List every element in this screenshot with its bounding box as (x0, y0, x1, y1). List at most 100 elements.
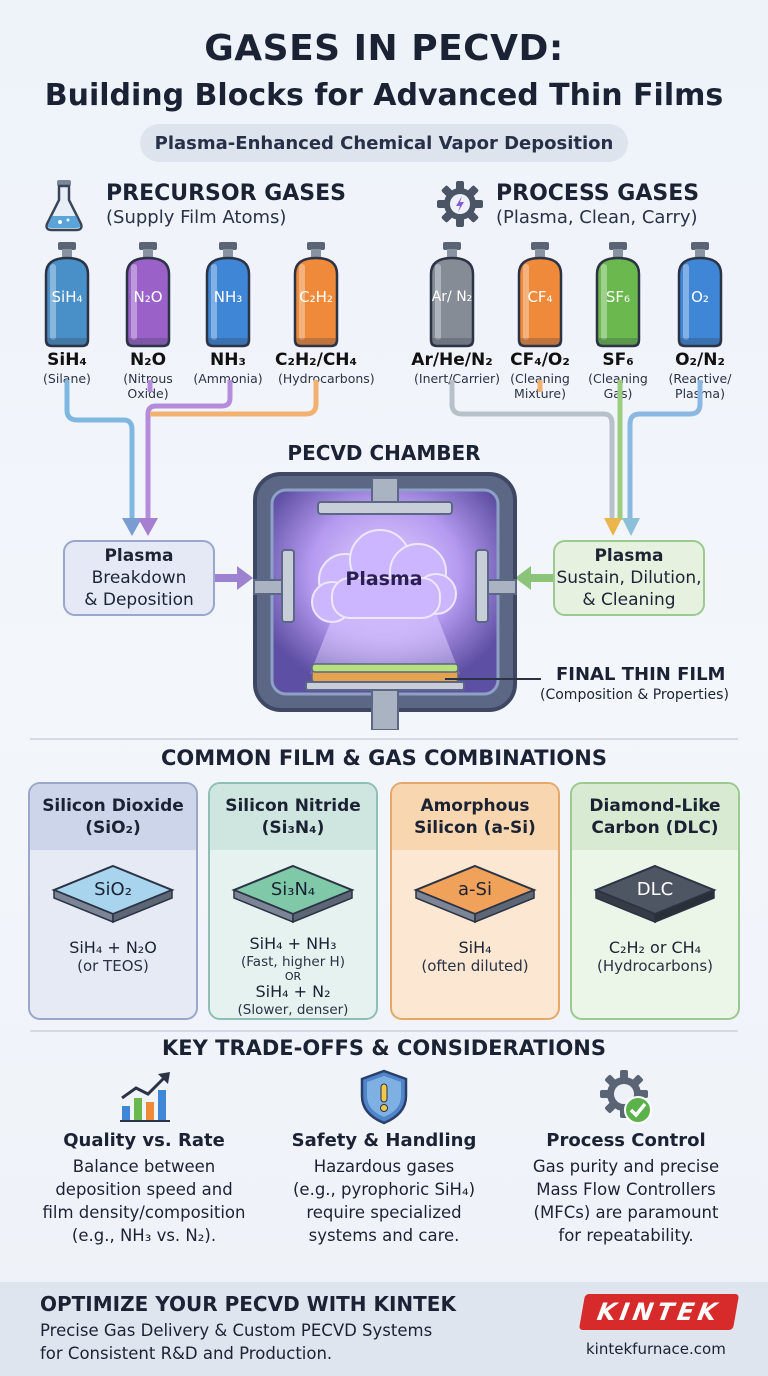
tradeoff-text: systems and care. (308, 1226, 460, 1245)
cylinder-tag: O₂ (691, 288, 709, 306)
cylinder-tag: Ar/ N₂ (431, 289, 473, 305)
film-note: (Composition & Properties) (540, 687, 729, 703)
cylinder-label: NH₃ (210, 350, 246, 370)
footer-heading: OPTIMIZE YOUR PECVD WITH KINTEK (40, 1292, 456, 1316)
film-name: Silicon Dioxide (42, 796, 184, 816)
process-cylinder: O₂ (669, 240, 731, 350)
page-title-line2: Building Blocks for Advanced Thin Films (44, 78, 724, 113)
film-card-header: Silicon Dioxide(SiO₂) (30, 784, 196, 850)
film-recipe: SiH₄(often diluted) (392, 938, 558, 976)
tradeoff-title: Quality vs. Rate (63, 1130, 225, 1151)
film-recipe-line: OR (284, 970, 302, 983)
cylinder-note: (Silane) (43, 371, 91, 386)
film-chip-icon: DLC (592, 862, 718, 926)
tradeoff-text: Balance between (72, 1157, 216, 1176)
deposition-box: Plasma Breakdown & Deposition (63, 540, 215, 616)
cylinder-note: (Cleaning Mixture) (510, 371, 570, 401)
tradeoff-text: Gas purity and precise (532, 1157, 720, 1176)
tradeoff-text: (e.g., pyrophoric SiH₄) (292, 1180, 476, 1199)
tradeoff-title: Process Control (546, 1130, 706, 1151)
sustain-box: Plasma Sustain, Dilution, & Cleaning (553, 540, 705, 616)
precursor-subtitle: (Supply Film Atoms) (106, 207, 287, 228)
film-recipe-line: (or TEOS) (77, 957, 149, 975)
bar-chart-icon (120, 1072, 170, 1122)
gear-check-icon (600, 1070, 652, 1124)
subtitle-pill: Plasma-Enhanced Chemical Vapor Depositio… (140, 124, 628, 162)
cylinder-label: SiH₄ (47, 350, 87, 370)
chamber-title: PECVD CHAMBER (287, 441, 481, 465)
deposition-box-line1: Plasma (104, 546, 174, 566)
tradeoff-text: Mass Flow Controllers (536, 1180, 716, 1199)
cylinder-label: SF₆ (602, 350, 634, 370)
cylinder-label: O₂/N₂ (675, 350, 725, 370)
cylinder-note: (Inert/Carrier) (414, 371, 501, 386)
tradeoff-text: require specialized (306, 1203, 462, 1222)
film-recipe-line: (Hydrocarbons) (596, 957, 714, 975)
precursor-cylinder: N₂O (117, 240, 179, 350)
film-recipe: SiH₄ + N₂O(or TEOS) (30, 938, 196, 976)
film-recipe-line: SiH₄ (458, 938, 492, 957)
pecvd-chamber (253, 472, 517, 730)
process-cylinder: Ar/ N₂ (421, 240, 483, 350)
film-name: Diamond-Like (589, 796, 721, 816)
tradeoffs-title: KEY TRADE-OFFS & CONSIDERATIONS (161, 1036, 606, 1060)
kintek-logo[interactable]: KINTEK (578, 1294, 740, 1330)
sustain-box-line3: & Cleaning (582, 590, 676, 610)
cylinder-note: (Ammonia) (193, 371, 263, 386)
tradeoff-text: (MFCs) are paramount (533, 1203, 719, 1222)
film-chip-label: DLC (636, 879, 674, 900)
cylinder-tag: N₂O (133, 288, 163, 306)
precursor-cylinder: NH₃ (197, 240, 259, 350)
tradeoff-text: for repeatability. (558, 1226, 694, 1245)
gas-flow-lines (64, 380, 703, 536)
film-name: (Si₃N₄) (261, 818, 325, 838)
films-title: COMMON FILM & GAS COMBINATIONS (161, 746, 607, 770)
process-cylinder: CF₄ (509, 240, 571, 350)
deposition-box-line3: & Deposition (84, 590, 194, 610)
film-chip-label: Si₃N₄ (270, 879, 316, 900)
deposition-box-line2: Breakdown (91, 568, 187, 588)
film-name: Silicon (a-Si) (414, 818, 536, 838)
plasma-label: Plasma (345, 568, 423, 590)
website-link[interactable]: kintekfurnace.com (586, 1340, 726, 1358)
cylinder-note: (Nitrous Oxide) (123, 371, 173, 401)
gear-icon (436, 180, 484, 228)
cylinder-tag: SiH₄ (51, 288, 83, 306)
cylinder-label: Ar/He/N₂ (411, 350, 493, 370)
film-recipe-line: SiH₄ + N₂ (255, 982, 331, 1001)
arrow-right-icon (215, 566, 253, 590)
film-pointer-line (445, 678, 541, 680)
sustain-box-line2: Sustain, Dilution, (556, 568, 702, 588)
cylinder-tag: NH₃ (213, 288, 243, 306)
footer-line1: Precise Gas Delivery & Custom PECVD Syst… (40, 1321, 433, 1340)
film-card: Silicon Dioxide(SiO₂) SiO₂ SiH₄ + N₂O(or … (28, 782, 198, 1020)
sustain-box-line1: Plasma (594, 546, 664, 566)
arrow-left-icon (515, 566, 553, 590)
film-recipe-line: SiH₄ + N₂O (69, 938, 157, 957)
film-recipe-line: SiH₄ + NH₃ (249, 934, 337, 953)
divider (30, 738, 738, 740)
process-subtitle: (Plasma, Clean, Carry) (496, 207, 698, 228)
film-label: FINAL THIN FILM (556, 664, 726, 685)
cylinder-tag: C₂H₂ (299, 288, 333, 306)
film-name: Carbon (DLC) (591, 818, 719, 838)
film-name: (SiO₂) (85, 818, 141, 838)
tradeoff-text: (e.g., NH₃ vs. N₂). (71, 1226, 217, 1245)
page-title: GASES IN PECVD: (204, 28, 564, 69)
film-name: Amorphous (420, 796, 530, 816)
process-title: PROCESS GASES (496, 181, 700, 206)
film-chip-label: SiO₂ (94, 879, 132, 900)
film-recipe-line: (Slower, denser) (237, 1002, 349, 1018)
tradeoff-text: deposition speed and (55, 1180, 233, 1199)
footer-line2: for Consistent R&D and Production. (40, 1344, 333, 1363)
cylinder-label: CF₄/O₂ (510, 350, 570, 370)
shield-icon (360, 1069, 408, 1125)
precursor-title: PRECURSOR GASES (106, 181, 346, 206)
flask-icon (42, 178, 86, 234)
cylinder-tag: CF₄ (527, 288, 553, 306)
